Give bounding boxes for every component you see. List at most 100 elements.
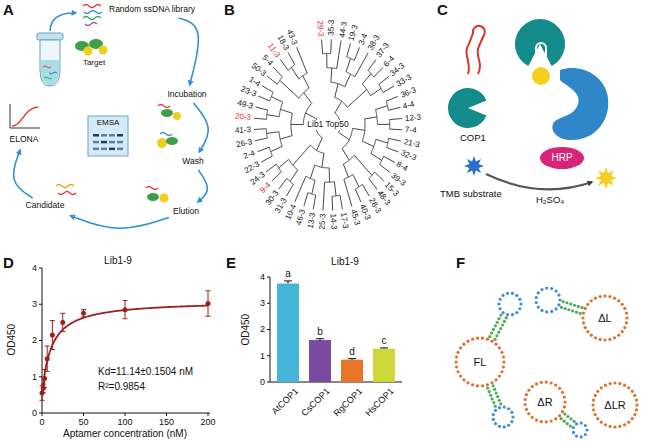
step-label: ELONA bbox=[8, 134, 41, 146]
tree-branch bbox=[279, 159, 293, 168]
tree-branch bbox=[380, 160, 390, 172]
library-label: Random ssDNA library bbox=[107, 4, 197, 16]
nucleotide-dot bbox=[498, 425, 501, 428]
nucleotide-dot bbox=[600, 386, 603, 389]
wash-icon bbox=[157, 133, 178, 149]
tree-branch bbox=[362, 130, 373, 146]
tick-label: 200 bbox=[200, 417, 215, 427]
tree-branch bbox=[261, 152, 272, 163]
nucleotide-dot bbox=[519, 302, 522, 305]
clone-id: 14-3 bbox=[328, 214, 338, 230]
nucleotide-dot bbox=[535, 418, 538, 421]
gel-band bbox=[117, 141, 123, 144]
tree-branch bbox=[295, 176, 311, 202]
gel-icon bbox=[88, 116, 128, 156]
ssdna bbox=[43, 66, 51, 68]
icon-curve bbox=[12, 107, 38, 126]
tree-branch bbox=[288, 53, 295, 68]
tree-branch bbox=[279, 178, 290, 189]
tube-liquid bbox=[41, 60, 59, 85]
axis-title: OD450 bbox=[6, 324, 18, 356]
tree-branch bbox=[254, 129, 267, 134]
reagent-label: H₂SO₄ bbox=[536, 195, 564, 206]
tick-label: 1 bbox=[32, 372, 37, 382]
bar-chart bbox=[267, 277, 402, 382]
icon-axis bbox=[10, 104, 40, 128]
tick-label: 4 bbox=[260, 272, 265, 282]
error-bar bbox=[348, 359, 356, 360]
nucleotide-dot bbox=[592, 408, 595, 411]
stem-dot bbox=[496, 395, 499, 398]
nucleotide-dot bbox=[563, 405, 566, 408]
nucleotide-dot bbox=[524, 398, 527, 401]
error-bar bbox=[81, 310, 86, 317]
tree-branch bbox=[280, 59, 291, 70]
nucleotide-dot bbox=[545, 380, 548, 383]
nucleotide-dot bbox=[621, 330, 624, 333]
axis-tick bbox=[267, 382, 270, 383]
ssdna bbox=[83, 17, 101, 20]
nucleotide-dot bbox=[540, 309, 543, 312]
biotin-bead bbox=[532, 67, 550, 85]
axis-tick bbox=[267, 355, 270, 356]
nucleotide-dot bbox=[535, 301, 538, 304]
nucleotide-dot bbox=[582, 312, 585, 315]
panel-letter: A bbox=[3, 1, 14, 18]
tree-branch bbox=[338, 74, 350, 87]
step-label: Elution bbox=[171, 206, 201, 218]
stem-dot bbox=[567, 308, 570, 311]
nucleotide-dot bbox=[591, 403, 594, 406]
gel-band bbox=[101, 141, 107, 144]
fit-annotation: Kd=11.14±0.1504 nM bbox=[98, 366, 193, 378]
stem-dot bbox=[495, 391, 498, 394]
nucleotide-dot bbox=[492, 413, 495, 416]
tree-branch bbox=[369, 175, 377, 189]
stem-dot bbox=[497, 317, 500, 320]
nucleotide-dot bbox=[510, 411, 513, 414]
stem-dot bbox=[560, 306, 563, 309]
category-label: HsCOP1 bbox=[364, 386, 396, 418]
stem-dot bbox=[563, 412, 566, 415]
nucleotide-dot bbox=[575, 422, 578, 425]
category-label: CsCOP1 bbox=[300, 386, 332, 418]
bar bbox=[309, 340, 331, 382]
clone-id: 25-3 bbox=[317, 214, 327, 231]
nucleotide-dot bbox=[633, 413, 636, 416]
nucleotide-dot bbox=[592, 399, 595, 402]
ssdna bbox=[146, 187, 158, 190]
protein bbox=[161, 109, 173, 117]
tree-branch bbox=[266, 164, 279, 172]
axis-title: Aptamer concentration (nM) bbox=[63, 428, 187, 440]
nucleotide-dot bbox=[498, 346, 501, 349]
tree-branch bbox=[293, 145, 317, 165]
nucleotide-dot bbox=[557, 294, 560, 297]
stem-dot bbox=[492, 384, 495, 387]
nucleotide-dot bbox=[455, 365, 458, 368]
nucleotide-dot bbox=[623, 326, 626, 329]
nucleotide-dot bbox=[604, 423, 607, 426]
nucleotide-dot bbox=[625, 321, 628, 324]
tick-label: 0 bbox=[32, 408, 37, 418]
tree-branch bbox=[336, 195, 342, 209]
tick-label: 2 bbox=[260, 324, 265, 334]
cycle-arrow bbox=[179, 18, 199, 85]
nucleotide-dot bbox=[613, 336, 616, 339]
tree-branch bbox=[387, 143, 399, 152]
nucleotide-dot bbox=[481, 384, 484, 387]
tree-branch bbox=[347, 43, 351, 58]
tmb-star bbox=[464, 156, 484, 176]
nucleotide-dot bbox=[563, 395, 566, 398]
axis-tick bbox=[267, 277, 270, 278]
node-text: Candidate bbox=[26, 201, 65, 211]
tree-branch bbox=[386, 96, 398, 105]
stem-dot bbox=[491, 397, 494, 400]
tree-branch bbox=[258, 96, 271, 101]
tree-branch bbox=[290, 165, 298, 181]
cop1-protein bbox=[448, 88, 487, 128]
data-point bbox=[42, 376, 47, 381]
step-label: Incubation bbox=[165, 89, 209, 101]
nucleotide-dot bbox=[631, 390, 634, 393]
protein bbox=[84, 47, 93, 56]
tree-branch bbox=[368, 60, 376, 74]
nucleotide-dot bbox=[617, 299, 620, 302]
